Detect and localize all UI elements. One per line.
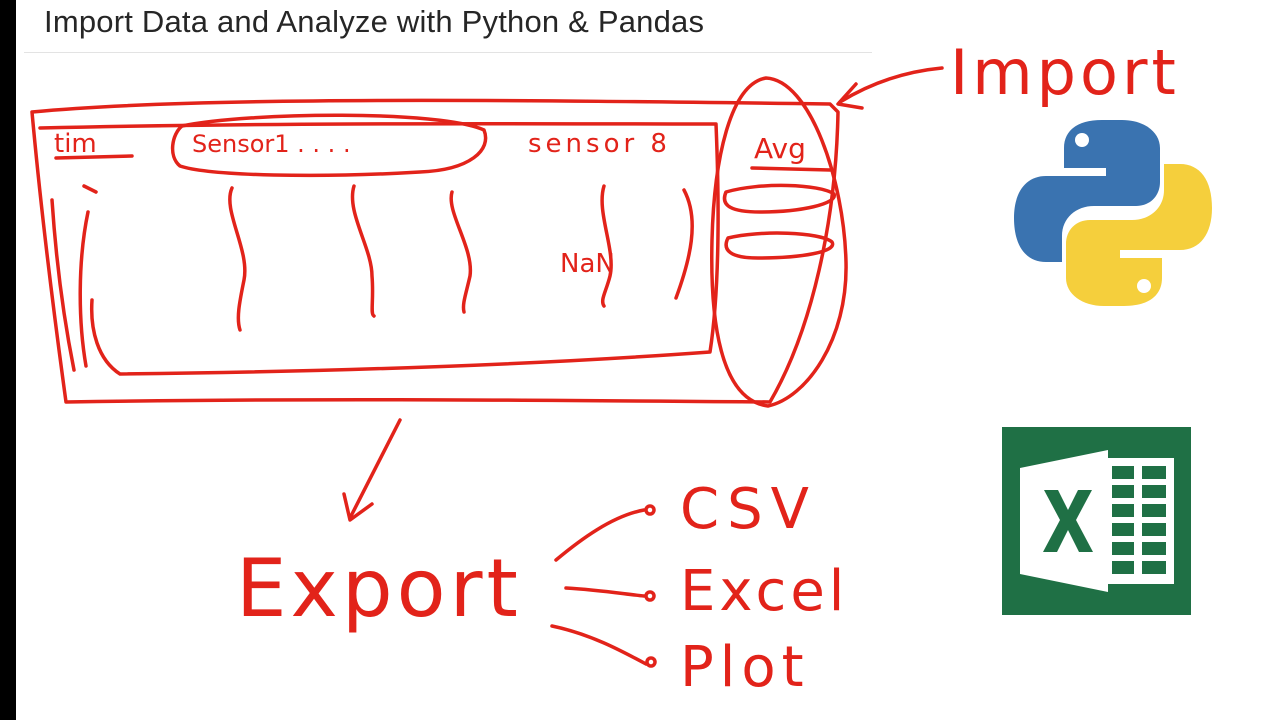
excel-arrow	[564, 586, 646, 598]
python-logo-icon	[1014, 120, 1212, 306]
import-arrow	[838, 66, 944, 104]
time-column-label: tim	[54, 129, 97, 159]
avg-row-ellipse-1	[722, 183, 836, 214]
left-border	[0, 0, 16, 720]
header-underline	[54, 154, 134, 160]
export-arrow	[348, 418, 402, 520]
sensor1-header-label: Sensor1 . . . .	[192, 130, 351, 158]
time-column-mark-left	[50, 198, 76, 372]
plot-arrow	[550, 624, 648, 666]
page-title: Import Data and Analyze with Python & Pa…	[44, 4, 705, 39]
sensor-header-ellipse	[170, 113, 488, 178]
time-tick	[82, 184, 98, 194]
output-excel-label: Excel	[680, 559, 848, 624]
title-divider	[24, 52, 872, 53]
plot-arrow-tip	[645, 656, 657, 668]
csv-arrow-tip	[644, 504, 656, 516]
export-label: Export	[236, 542, 522, 635]
table-outer-border	[30, 98, 840, 404]
table-inner-border	[38, 121, 720, 376]
sensor2-column-line	[350, 184, 376, 318]
excel-arrow-tip	[644, 590, 656, 602]
time-column-mark	[78, 210, 90, 368]
sensor-nan-column-line	[600, 184, 613, 308]
avg-row-ellipse-2	[724, 231, 835, 260]
import-label: Import	[950, 36, 1180, 109]
avg-column-label: Avg	[754, 132, 806, 165]
sensor8-column-line	[674, 188, 694, 300]
csv-arrow	[554, 508, 646, 562]
avg-underline	[750, 166, 832, 172]
excel-logo-icon	[1002, 427, 1191, 615]
output-plot-label: Plot	[680, 635, 810, 700]
export-arrowhead	[342, 492, 374, 522]
sensor1-column-line	[228, 186, 247, 332]
sensor8-header-label: sensor 8	[528, 129, 671, 159]
sensor3-column-line	[449, 190, 473, 314]
import-arrowhead	[836, 82, 864, 110]
avg-column-ellipse	[710, 76, 848, 408]
nan-label: NaN	[560, 249, 615, 279]
output-csv-label: CSV	[680, 477, 817, 542]
